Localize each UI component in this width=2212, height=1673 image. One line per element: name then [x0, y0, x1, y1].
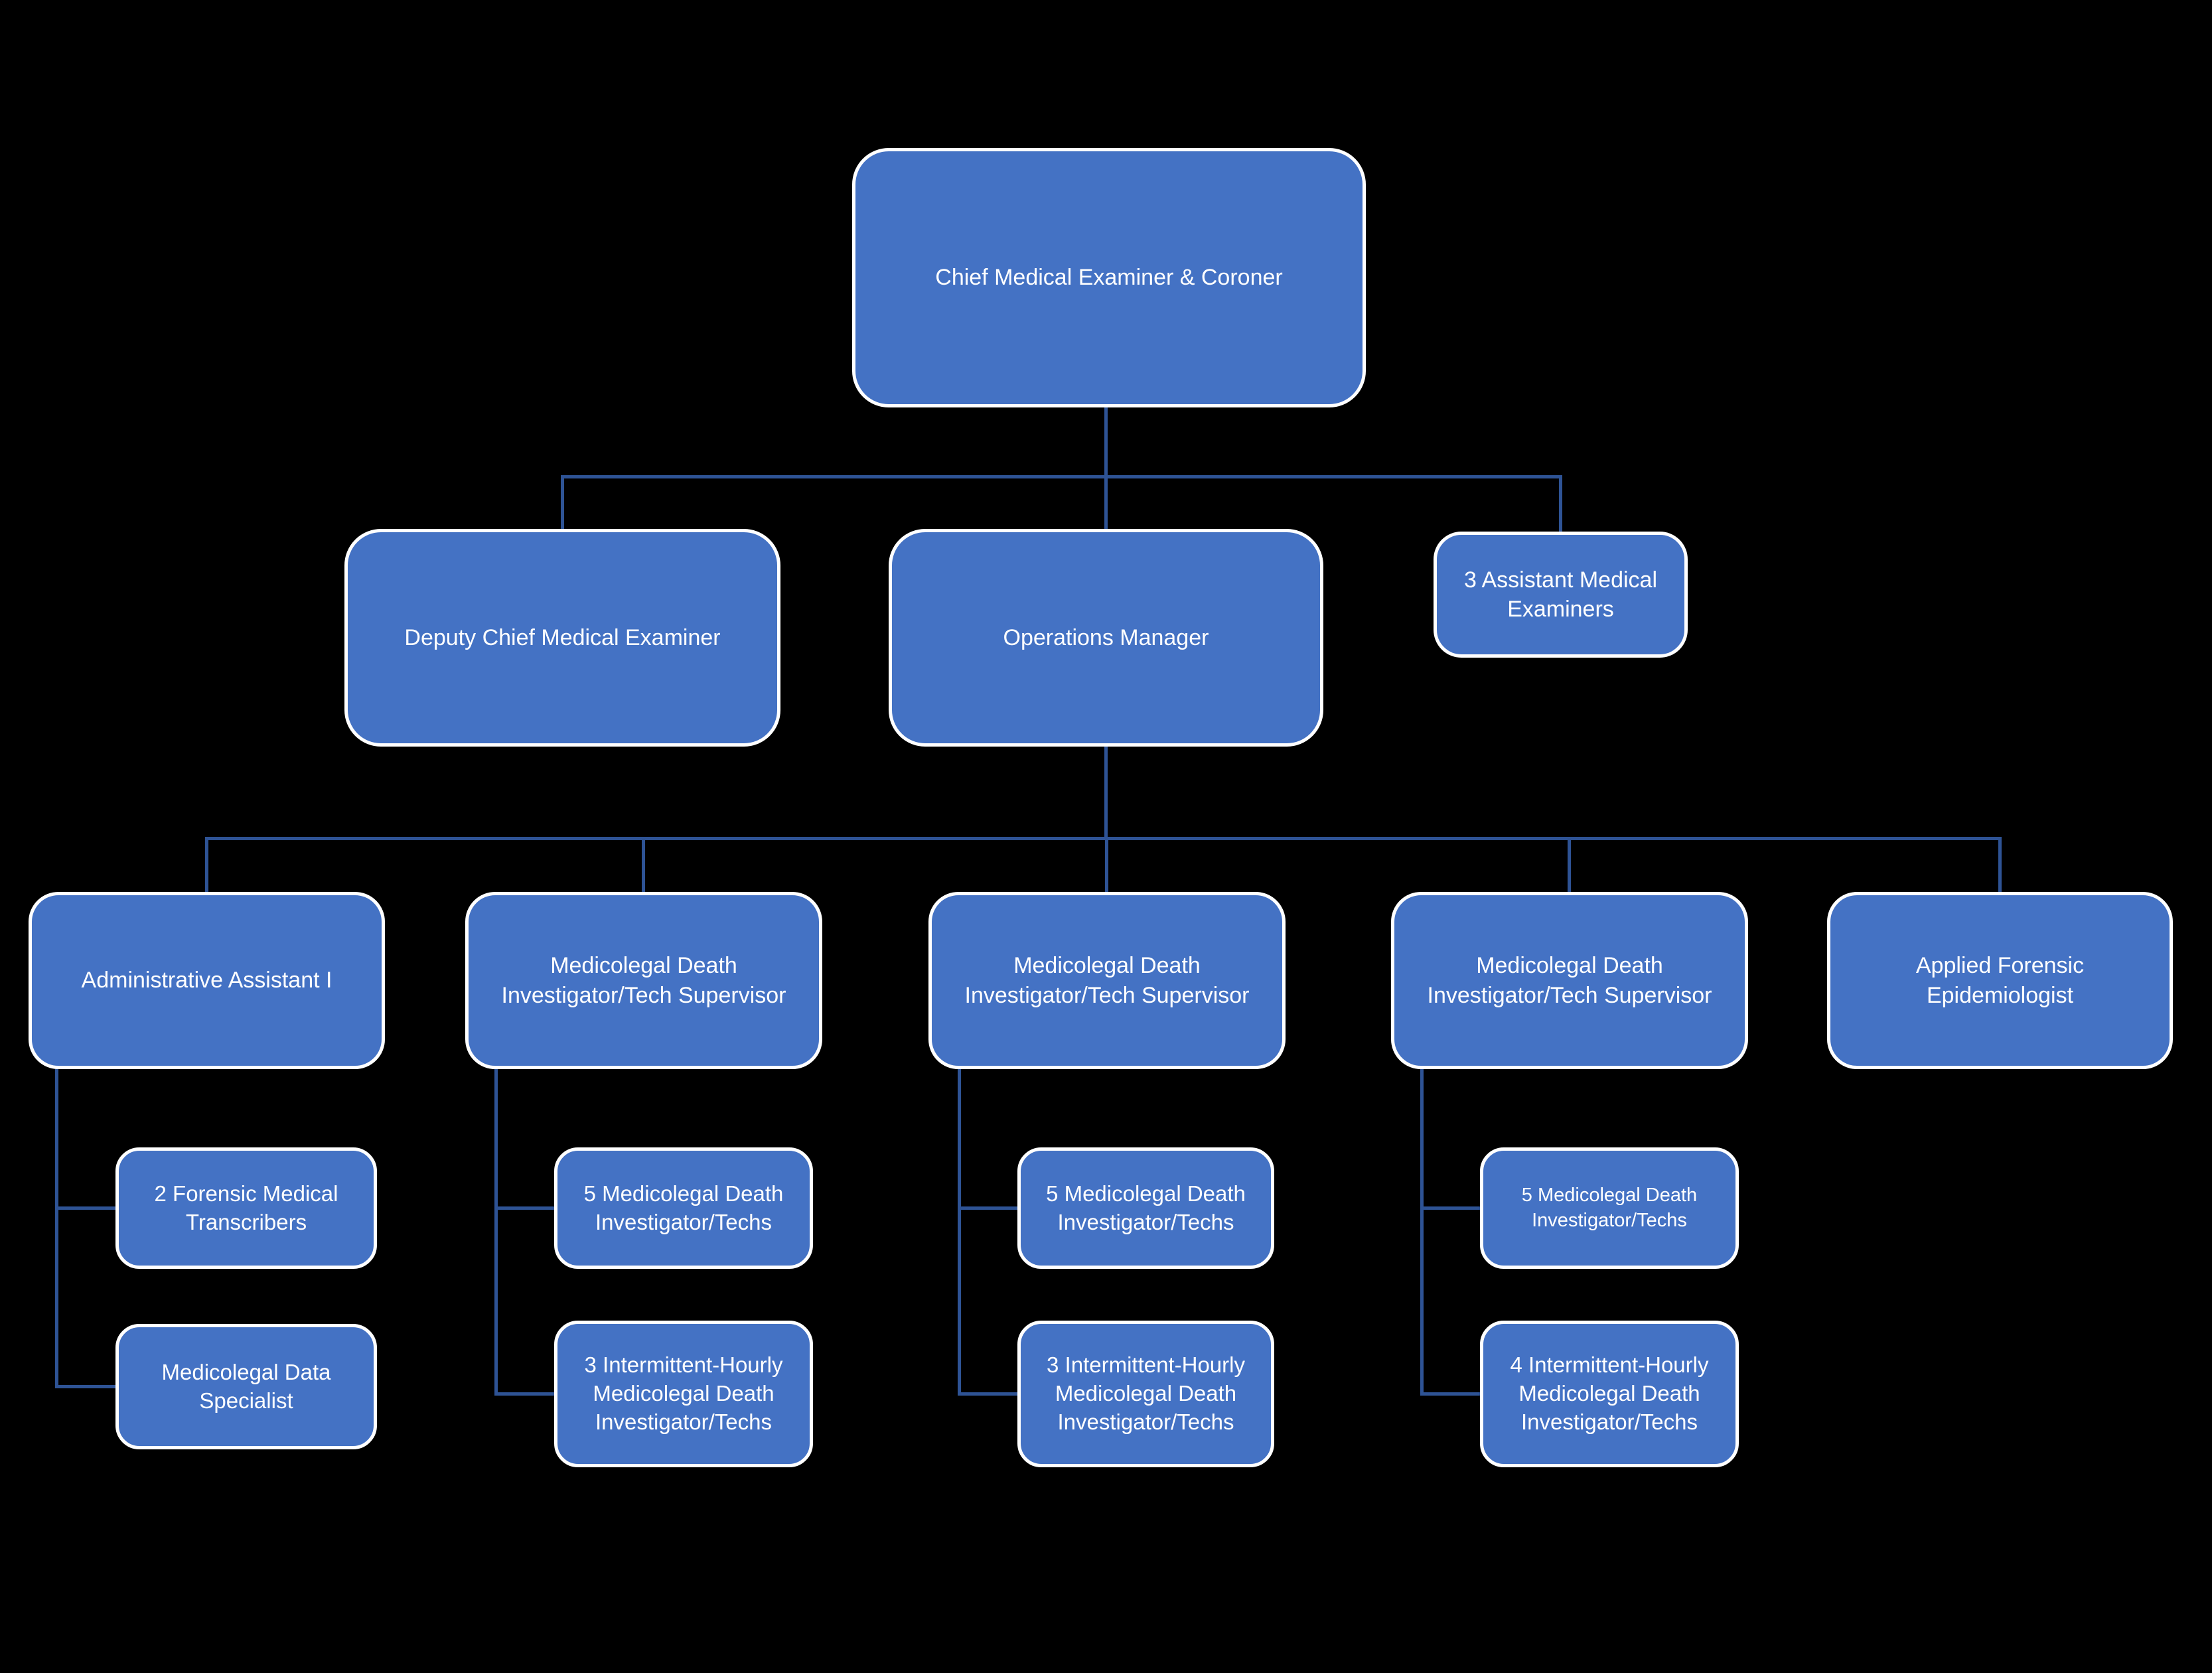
- node-label: Medicolegal Data Specialist: [161, 1359, 331, 1413]
- connector-drop-admin: [205, 837, 208, 895]
- connector-drop-deputy: [561, 475, 564, 532]
- connector-admin-branch: [55, 1069, 58, 1388]
- connector-sup1-branch: [494, 1069, 498, 1396]
- node-label: Deputy Chief Medical Examiner: [404, 624, 721, 650]
- node-label: 4 Intermittent-Hourly Medicolegal Death …: [1510, 1352, 1709, 1434]
- node-label: Medicolegal Death Investigator/Tech Supe…: [1427, 953, 1712, 1008]
- node-label: Medicolegal Death Investigator/Tech Supe…: [964, 953, 1250, 1008]
- node-label: Medicolegal Death Investigator/Tech Supe…: [501, 953, 786, 1008]
- node-chief-medical-examiner-coroner: Chief Medical Examiner & Coroner: [852, 148, 1366, 407]
- connector-sup1-stub-2: [494, 1392, 554, 1396]
- connector-drop-supervisor1: [642, 837, 645, 895]
- node-intermittent-mdi-techs-1: 3 Intermittent-Hourly Medicolegal Death …: [554, 1321, 813, 1467]
- node-label: 3 Intermittent-Hourly Medicolegal Death …: [1047, 1352, 1245, 1434]
- node-mdi-tech-supervisor-3: Medicolegal Death Investigator/Tech Supe…: [1391, 892, 1748, 1069]
- node-label: 5 Medicolegal Death Investigator/Techs: [583, 1181, 784, 1234]
- connector-sup2-stub-2: [958, 1392, 1017, 1396]
- connector-level3-bus: [205, 837, 2002, 840]
- connector-sup3-branch: [1420, 1069, 1424, 1396]
- connector-sup3-stub-2: [1420, 1392, 1480, 1396]
- connector-drop-epidemiologist: [1998, 837, 2002, 895]
- node-label: 2 Forensic Medical Transcribers: [154, 1181, 338, 1234]
- connector-sup2-branch: [958, 1069, 961, 1396]
- connector-drop-assistants: [1559, 475, 1562, 534]
- connector-drop-operations: [1104, 475, 1108, 532]
- connector-level2-bus: [561, 475, 1562, 478]
- node-deputy-chief-medical-examiner: Deputy Chief Medical Examiner: [344, 529, 780, 747]
- node-mdi-tech-supervisor-1: Medicolegal Death Investigator/Tech Supe…: [465, 892, 822, 1069]
- connector-drop-supervisor2: [1105, 837, 1108, 895]
- connector-admin-stub-1: [55, 1206, 115, 1210]
- node-mdi-techs-1: 5 Medicolegal Death Investigator/Techs: [554, 1147, 813, 1269]
- connector-admin-stub-2: [55, 1385, 115, 1388]
- connector-root-stem: [1104, 407, 1108, 478]
- node-operations-manager: Operations Manager: [889, 529, 1323, 747]
- connector-drop-supervisor3: [1568, 837, 1571, 895]
- node-administrative-assistant: Administrative Assistant I: [29, 892, 385, 1069]
- node-intermittent-mdi-techs-3: 4 Intermittent-Hourly Medicolegal Death …: [1480, 1321, 1739, 1467]
- node-applied-forensic-epidemiologist: Applied Forensic Epidemiologist: [1827, 892, 2173, 1069]
- node-label: Operations Manager: [1003, 624, 1209, 650]
- node-label: Administrative Assistant I: [81, 968, 332, 993]
- node-label: 5 Medicolegal Death Investigator/Techs: [1046, 1181, 1246, 1234]
- node-label: Applied Forensic Epidemiologist: [1915, 953, 2085, 1008]
- node-label: 3 Assistant Medical Examiners: [1463, 567, 1658, 622]
- connector-sup3-stub-1: [1420, 1206, 1480, 1210]
- node-mdi-tech-supervisor-2: Medicolegal Death Investigator/Tech Supe…: [928, 892, 1286, 1069]
- node-medicolegal-data-specialist: Medicolegal Data Specialist: [115, 1324, 377, 1449]
- connector-operations-stem: [1104, 747, 1108, 839]
- node-mdi-techs-3: 5 Medicolegal Death Investigator/Techs: [1480, 1147, 1739, 1269]
- connector-sup2-stub-1: [958, 1206, 1017, 1210]
- node-label: Chief Medical Examiner & Coroner: [935, 265, 1283, 291]
- node-assistant-medical-examiners: 3 Assistant Medical Examiners: [1434, 532, 1688, 658]
- node-label: 5 Medicolegal Death Investigator/Techs: [1521, 1184, 1698, 1231]
- node-label: 3 Intermittent-Hourly Medicolegal Death …: [584, 1352, 783, 1434]
- node-mdi-techs-2: 5 Medicolegal Death Investigator/Techs: [1017, 1147, 1274, 1269]
- node-forensic-medical-transcribers: 2 Forensic Medical Transcribers: [115, 1147, 377, 1269]
- connector-sup1-stub-1: [494, 1206, 554, 1210]
- node-intermittent-mdi-techs-2: 3 Intermittent-Hourly Medicolegal Death …: [1017, 1321, 1274, 1467]
